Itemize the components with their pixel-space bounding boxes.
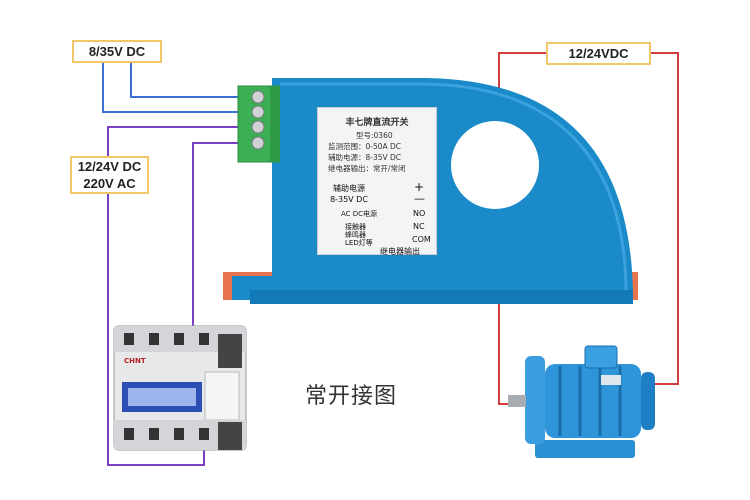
purple-wire-2 [107, 193, 205, 466]
sticker-range: 监测范围：0-50A DC [328, 142, 402, 151]
relay-output-caption: 继电器输出 [380, 247, 420, 256]
sticker-model: 型号:0360 [356, 131, 393, 140]
aux-power-text: 辅助电源 [333, 184, 365, 193]
sensor-aperture [451, 121, 539, 209]
plus-terminal-label: + [414, 180, 425, 194]
motor-supply-label: 12/24VDC [546, 42, 651, 65]
contactor [113, 325, 247, 451]
sticker-title: 丰七牌直流开关 [345, 118, 409, 128]
diagram-caption: 常开接图 [305, 384, 398, 409]
ac-dc-power-box: AC DC电源 [341, 210, 378, 218]
blue-wire-1 [130, 60, 244, 98]
contactor-brand: CHNT [124, 357, 146, 365]
sensor-label-sticker: 丰七牌直流开关 型号:0360 监测范围：0-50A DC 辅助电源：8-35V… [317, 107, 437, 255]
sticker-aux-power: 辅助电源：8-35V DC [328, 153, 402, 162]
purple-wire-1 [107, 126, 244, 156]
com-terminal-label: COM [412, 235, 431, 244]
nc-terminal-label: NC [413, 222, 425, 231]
purple-wire-3 [192, 142, 244, 335]
sensor-power-label: 8/35V DC [72, 40, 162, 63]
sticker-relay-output: 继电器输出：常开/常闭 [328, 164, 406, 173]
aux-voltage-text: 8-35V DC [330, 195, 368, 204]
minus-terminal-label: — [414, 192, 425, 205]
sensor-base [250, 290, 633, 304]
red-wire-2 [651, 52, 679, 385]
coil-voltage-label: 12/24V DC 220V AC [70, 156, 149, 194]
load-list: 接触器 蜂鸣器 LED灯等 [345, 223, 373, 247]
electric-motor [508, 345, 655, 458]
no-terminal-label: NO [413, 209, 426, 218]
terminal-screws [251, 90, 265, 150]
blue-wire-2 [102, 60, 244, 113]
